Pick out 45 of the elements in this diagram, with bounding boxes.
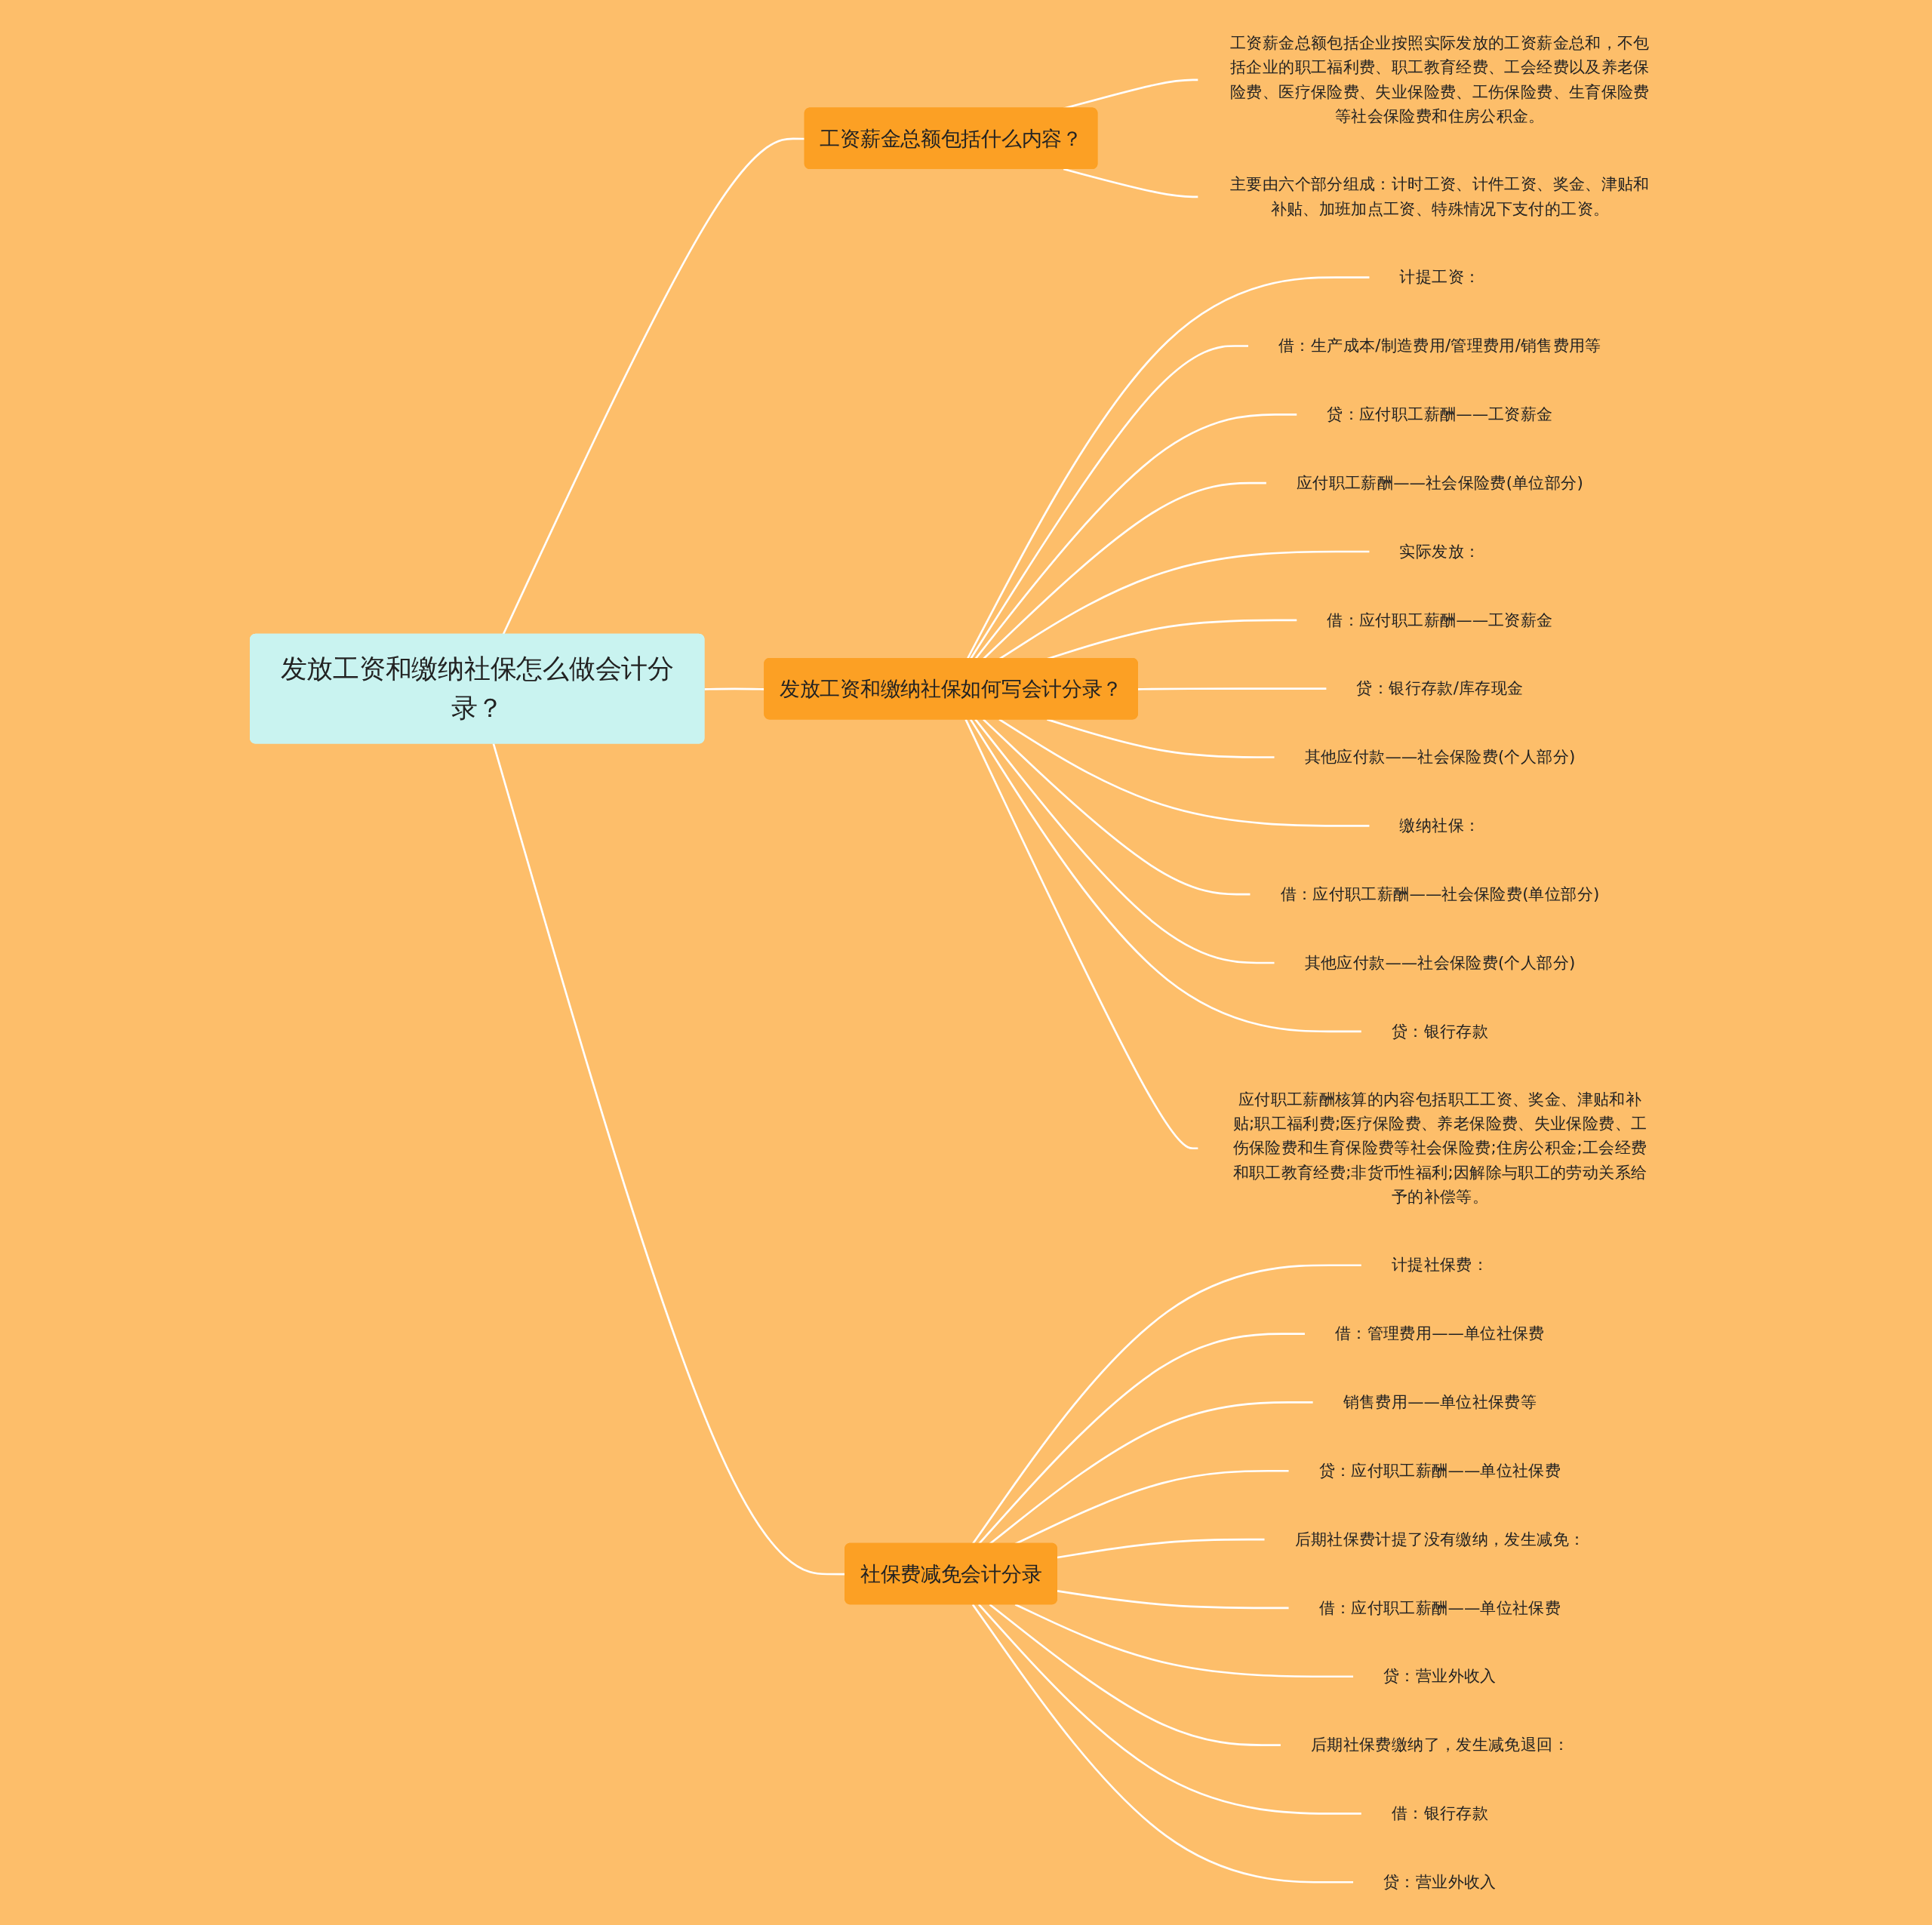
connector	[969, 718, 1361, 1032]
node-text: 其他应付款——社会保险费(个人部分)	[1304, 746, 1576, 767]
connector	[1057, 1538, 1265, 1558]
node-text: 贷：应付职工薪酬——工资薪金	[1327, 404, 1553, 423]
node-text: 借：应付职工薪酬——工资薪金	[1327, 609, 1553, 629]
node-text: 后期社保费计提了没有缴纳，发生减免：	[1294, 1529, 1586, 1548]
node-text: 借：应付职工薪酬——单位社保费	[1318, 1598, 1561, 1617]
node-text: 贷：应付职工薪酬——单位社保费	[1318, 1460, 1561, 1480]
node-text: 借：管理费用——单位社保费	[1334, 1323, 1545, 1343]
node-text: 应付职工薪酬核算的内容包括职工工资、奖金、津贴和补贴;职工福利费;医疗保险费、养老保险费、失业保险费、工伤保险费和生育保险费等社会保险费;住房公积金;工会经费和职工教育经费;非货币性福利;因解除与职工的劳动关系给予的补偿等。	[1232, 1089, 1647, 1206]
node-text: 借：生产成本/制造费用/管理费用/销售费用等	[1278, 335, 1601, 355]
node-text: 借：银行存款	[1391, 1803, 1488, 1822]
node-text: 后期社保费缴纳了，发生减免退回：	[1310, 1734, 1569, 1754]
node-text: 主要由六个部分组成：计时工资、计件工资、奖金、津贴和补贴、加班加点工资、特殊情况下支付的工资。	[1229, 174, 1650, 218]
node-text: 贷：银行存款	[1391, 1020, 1488, 1041]
connector	[1057, 1589, 1289, 1609]
connector	[974, 718, 1275, 964]
connector	[971, 1603, 1353, 1883]
node-text: 贷：营业外收入	[1383, 1871, 1497, 1891]
node-text: 贷：银行存款/库存现金	[1356, 678, 1524, 698]
connector	[977, 1603, 1361, 1815]
node-text: 计提社保费：	[1391, 1254, 1488, 1275]
node-text: 贷：营业外收入	[1383, 1665, 1497, 1686]
connector	[998, 550, 1370, 660]
connector	[1137, 687, 1327, 690]
connector	[1014, 1603, 1353, 1677]
node-text: 销售费用——单位社保费等	[1343, 1391, 1537, 1411]
connector	[502, 137, 805, 635]
connector	[974, 413, 1297, 660]
node-text: 工资薪金总额包括企业按照实际发放的工资薪金总和，不包括企业的职工福利费、职工教育经费、工会经费以及养老保险费、医疗保险费、失业保险费、工伤保险费、生育保险费等社会保险费和住房公积金。	[1229, 32, 1650, 125]
connector	[989, 1603, 1281, 1746]
connector	[969, 344, 1248, 660]
connector	[1046, 718, 1275, 758]
node-text: 实际发放：	[1399, 541, 1481, 561]
connector	[966, 275, 1370, 660]
connector	[998, 718, 1370, 827]
connector	[964, 718, 1198, 1149]
node-text: 其他应付款——社会保险费(个人部分)	[1304, 952, 1576, 972]
connector	[982, 718, 1251, 895]
connector	[982, 481, 1266, 660]
node-text: 借：应付职工薪酬——社会保险费(单位部分)	[1280, 884, 1600, 903]
node-text: 缴纳社保：	[1399, 815, 1481, 835]
connector	[1063, 168, 1198, 198]
node-text: 应付职工薪酬——社会保险费(单位部分)	[1296, 472, 1583, 492]
node-text: 计提工资：	[1399, 266, 1481, 287]
